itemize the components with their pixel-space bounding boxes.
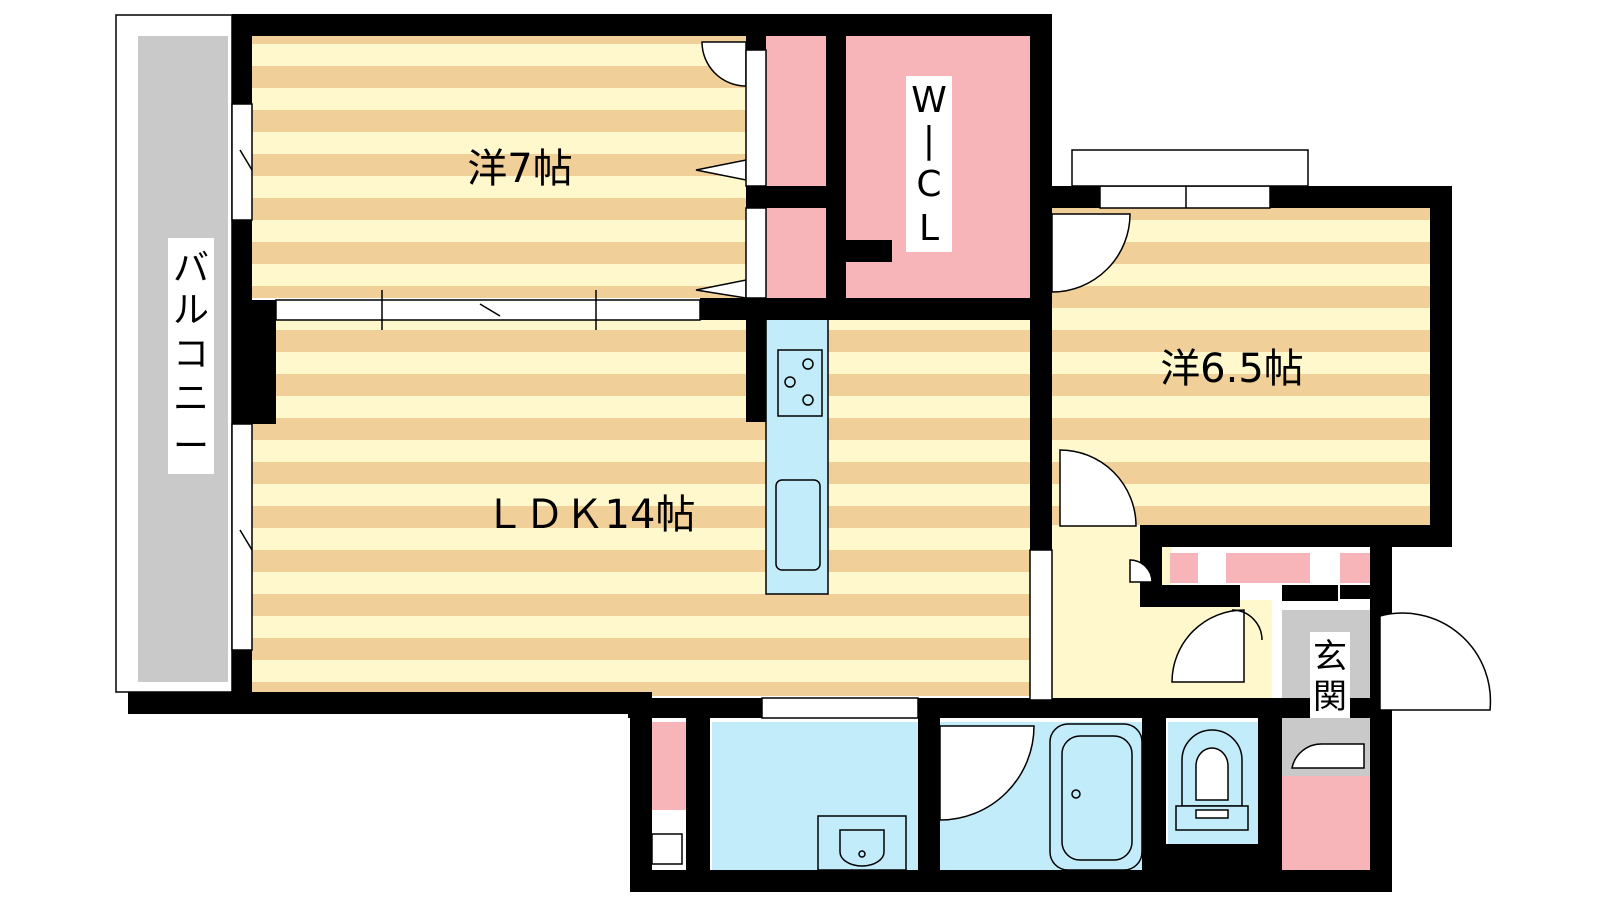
balcony-char: ル (173, 290, 209, 331)
balcony (115, 14, 233, 693)
room-label-entrance: 玄 関 (1310, 632, 1350, 718)
balcony-char: ー (173, 426, 209, 467)
hall-storage-3 (1340, 553, 1370, 583)
bathtub-icon (1049, 723, 1143, 871)
balcony-char: コ (173, 334, 209, 375)
wcl-char: W (911, 80, 947, 121)
balcony-char: バ (173, 248, 209, 289)
washroom-storage (652, 722, 686, 810)
wcl-char: C (916, 164, 941, 205)
toilet-icon (1175, 729, 1249, 831)
balcony-char: ニ (173, 378, 209, 419)
hall-storage-1 (1170, 553, 1198, 583)
washbasin-icon (817, 815, 907, 871)
room-western-7-floor (252, 36, 746, 298)
stove-icon (777, 349, 823, 417)
washer-space (651, 833, 683, 865)
room-label-western-7: 洋7帖 (467, 146, 572, 192)
closet-western-7 (766, 36, 826, 298)
room-label-western-6-5: 洋6.5帖 (1160, 346, 1304, 392)
room-ldk-floor (252, 318, 1030, 696)
window-mullions (239, 149, 1187, 551)
sink-icon (775, 479, 821, 571)
wcl-char: | (923, 120, 935, 161)
doors (695, 41, 1492, 821)
entrance-char: 玄 (1313, 637, 1347, 677)
room-label-wcl: W | C L (906, 76, 952, 252)
hall-storage-2 (1226, 553, 1310, 583)
room-label-balcony: バ ル コ ニ ー (173, 248, 209, 467)
shoe-storage (1282, 776, 1374, 870)
walls (128, 14, 1452, 892)
entrance-char: 関 (1313, 677, 1347, 717)
wcl-char: L (919, 208, 939, 249)
room-label-ldk: ＬＤＫ14帖 (485, 492, 696, 538)
